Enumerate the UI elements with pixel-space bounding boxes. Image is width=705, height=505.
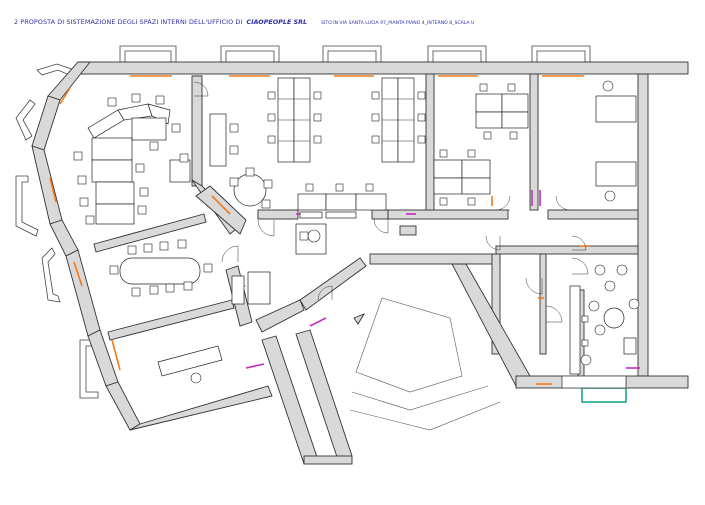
room-1-furniture [73, 93, 191, 225]
room-3-furniture [157, 345, 223, 384]
balcony [581, 387, 627, 403]
left-window-bays [15, 63, 99, 399]
room-2-meeting [109, 239, 271, 305]
lounge-furniture [569, 264, 640, 375]
office-upper-right-a [433, 83, 529, 206]
top-window-bays [119, 45, 591, 63]
outer-walls [31, 61, 689, 465]
drawing-title: 2 PROPOSTA DI SISTEMAZIONE DEGLI SPAZI I… [14, 9, 474, 28]
orange-openings [49, 75, 590, 385]
courtyard-outline [349, 297, 501, 431]
bottom-window [561, 375, 627, 389]
interior-walls [93, 73, 639, 389]
round-table-area [209, 113, 273, 209]
office-upper-right-b [595, 80, 637, 202]
north-arrow-icon [353, 313, 366, 325]
open-space-workstations [267, 77, 426, 255]
title-text: 2 PROPOSTA DI SISTEMAZIONE DEGLI SPAZI I… [14, 18, 243, 26]
site-address: SITO IN VIA SANTA LUCIA 97_PIANTA PIANO … [321, 21, 475, 26]
company-name: CIAOPEOPLE SRL [246, 18, 308, 26]
